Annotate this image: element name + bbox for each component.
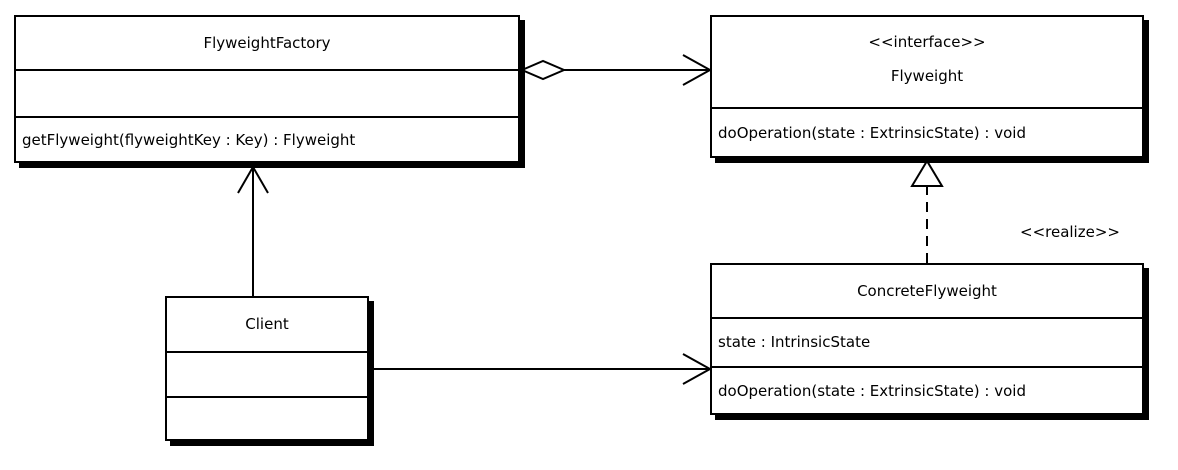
- client-factory-arrowhead: [237, 164, 269, 194]
- flyweight-factory-operation: getFlyweight(flyweightKey : Key) : Flywe…: [16, 116, 518, 163]
- concrete-flyweight-attribute: state : IntrinsicState: [712, 317, 1142, 366]
- realize-label: <<realize>>: [1020, 223, 1120, 241]
- flyweight-factory-class[interactable]: FlyweightFactory getFlyweight(flyweightK…: [14, 15, 520, 163]
- client-concrete-association: [369, 353, 713, 385]
- client-name: Client: [245, 315, 289, 333]
- flyweight-name: Flyweight: [890, 67, 964, 85]
- flyweight-operation: doOperation(state : ExtrinsicState) : vo…: [712, 107, 1142, 158]
- aggregation-connector: [519, 54, 713, 86]
- concrete-flyweight-operation: doOperation(state : ExtrinsicState) : vo…: [712, 366, 1142, 415]
- concrete-flyweight-name: ConcreteFlyweight: [857, 282, 997, 300]
- client-attributes: [167, 351, 367, 396]
- concrete-flyweight-class[interactable]: ConcreteFlyweight state : IntrinsicState…: [710, 263, 1144, 415]
- client-class[interactable]: Client: [165, 296, 369, 441]
- flyweight-factory-attributes: [16, 69, 518, 116]
- aggregation-diamond: [519, 59, 567, 81]
- realization-connector: [910, 159, 944, 263]
- flyweight-stereotype: <<interface>>: [868, 33, 986, 51]
- flyweight-factory-name: FlyweightFactory: [203, 34, 331, 52]
- realization-triangle: [910, 159, 944, 187]
- client-operations: [167, 396, 367, 441]
- client-factory-association: [237, 164, 269, 296]
- flyweight-interface-class[interactable]: <<interface>> Flyweight doOperation(stat…: [710, 15, 1144, 158]
